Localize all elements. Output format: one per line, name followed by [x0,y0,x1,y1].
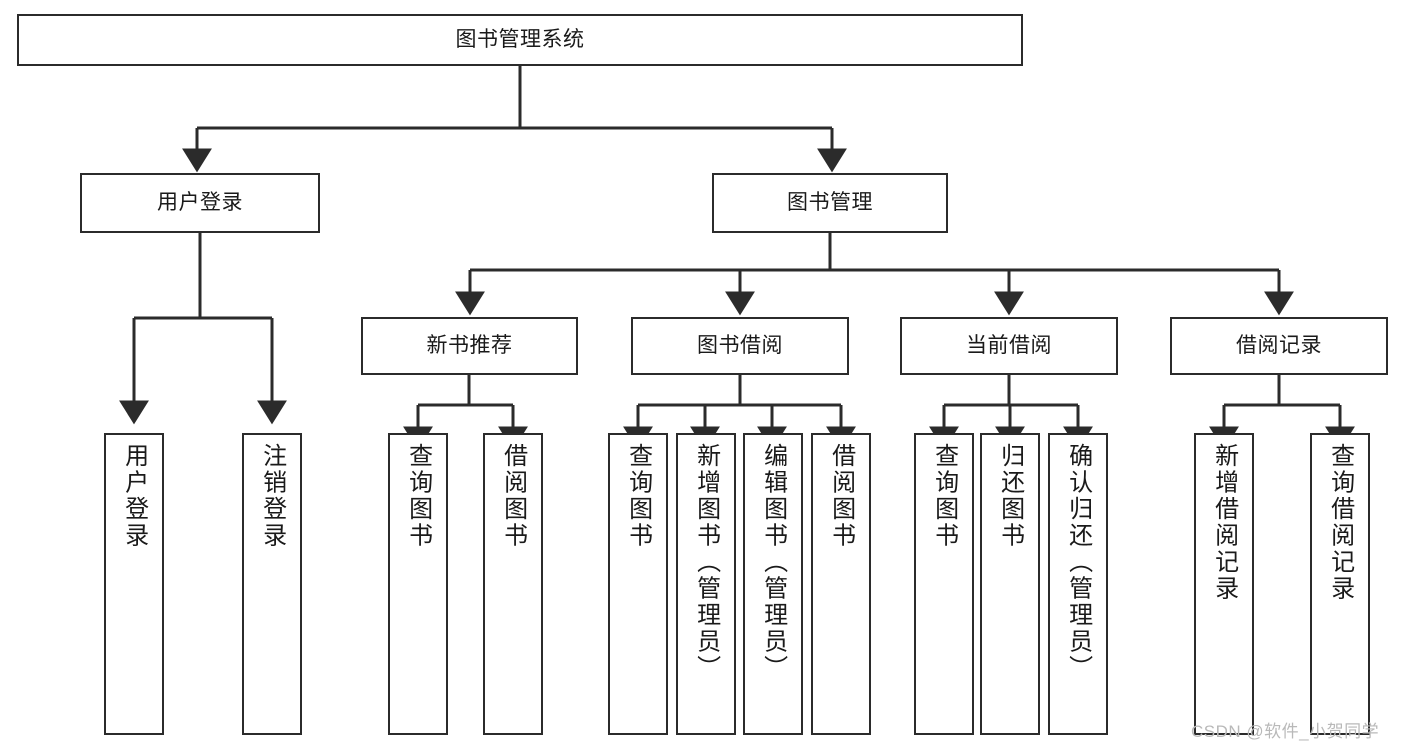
node-leaf-user-login-label: 用户登录 [120,443,148,549]
node-new-book-recommend-label: 新书推荐 [426,333,513,357]
node-book-borrow-label: 图书借阅 [697,333,783,357]
node-leaf-query-record-label: 查询借阅记录 [1326,443,1354,602]
csdn-watermark: CSDN @软件_小贺同学 [1191,722,1380,741]
node-root[interactable]: 图书管理系统 [17,14,1023,66]
node-leaf-return-book[interactable]: 归还图书 [980,433,1040,735]
node-current-borrow[interactable]: 当前借阅 [900,317,1118,375]
node-leaf-return-book-label: 归还图书 [996,443,1024,549]
node-leaf-logout-login-label: 注销登录 [258,443,286,549]
node-borrow-record-label: 借阅记录 [1236,333,1322,357]
node-leaf-edit-book-label: 编辑图书（管理员） [759,443,787,682]
node-leaf-borrow-book-1-label: 借阅图书 [499,443,527,549]
node-leaf-add-record[interactable]: 新增借阅记录 [1194,433,1254,735]
node-leaf-query-book-3-label: 查询图书 [930,443,958,549]
node-leaf-user-login[interactable]: 用户登录 [104,433,164,735]
node-book-management[interactable]: 图书管理 [712,173,948,233]
node-new-book-recommend[interactable]: 新书推荐 [361,317,578,375]
node-user-login-label: 用户登录 [157,190,243,214]
node-leaf-edit-book[interactable]: 编辑图书（管理员） [743,433,803,735]
node-current-borrow-label: 当前借阅 [966,333,1052,357]
node-leaf-confirm-return-label: 确认归还（管理员） [1064,443,1092,682]
node-book-management-label: 图书管理 [787,190,873,214]
node-leaf-query-record[interactable]: 查询借阅记录 [1310,433,1370,735]
node-leaf-query-book-2-label: 查询图书 [624,443,652,549]
node-leaf-query-book-1-label: 查询图书 [404,443,432,549]
node-leaf-query-book-3[interactable]: 查询图书 [914,433,974,735]
node-borrow-record[interactable]: 借阅记录 [1170,317,1388,375]
node-leaf-confirm-return[interactable]: 确认归还（管理员） [1048,433,1108,735]
node-leaf-query-book-2[interactable]: 查询图书 [608,433,668,735]
node-leaf-add-book-label: 新增图书（管理员） [692,443,720,682]
node-leaf-borrow-book-2[interactable]: 借阅图书 [811,433,871,735]
node-leaf-logout-login[interactable]: 注销登录 [242,433,302,735]
node-root-label: 图书管理系统 [455,27,585,51]
node-user-login[interactable]: 用户登录 [80,173,320,233]
node-leaf-add-record-label: 新增借阅记录 [1210,443,1238,602]
node-book-borrow[interactable]: 图书借阅 [631,317,849,375]
node-leaf-borrow-book-1[interactable]: 借阅图书 [483,433,543,735]
node-leaf-add-book[interactable]: 新增图书（管理员） [676,433,736,735]
node-leaf-query-book-1[interactable]: 查询图书 [388,433,448,735]
node-leaf-borrow-book-2-label: 借阅图书 [827,443,855,549]
